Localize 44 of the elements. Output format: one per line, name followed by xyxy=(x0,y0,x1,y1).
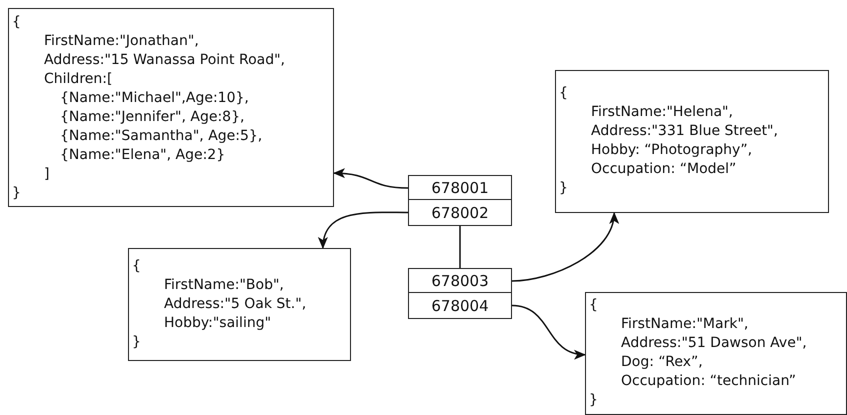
key-cell xyxy=(408,292,512,319)
code-line: Address:"15 Wanassa Point Road", xyxy=(43,51,286,70)
code-line: { xyxy=(12,13,22,32)
key-label: 678002 xyxy=(431,204,489,222)
key-label: 678003 xyxy=(431,272,489,290)
code-line: { xyxy=(559,84,569,103)
code-line: {Name:"Michael",Age:10}, xyxy=(59,89,250,108)
key-cell xyxy=(408,199,512,226)
document-box xyxy=(8,8,334,207)
code-line: FirstName:"Helena", xyxy=(590,103,734,122)
code-line: { xyxy=(589,296,599,315)
key-label: 678001 xyxy=(431,179,489,197)
code-line: Hobby: “Photography”, xyxy=(590,141,754,160)
key-label: 678004 xyxy=(431,296,489,314)
key-cell xyxy=(408,268,512,294)
document-box xyxy=(128,248,351,361)
code-line: Address:"331 Blue Street", xyxy=(590,122,779,141)
code-line: Occupation: “technician” xyxy=(620,372,797,391)
arrow xyxy=(333,168,408,189)
code-line: FirstName:"Jonathan", xyxy=(43,32,200,51)
key-cell xyxy=(408,175,512,201)
code-line: Children:[ xyxy=(43,70,114,89)
code-line: ] xyxy=(43,165,50,184)
code-line: FirstName:"Mark", xyxy=(620,315,750,334)
code-line: Address:"51 Dawson Ave", xyxy=(620,334,808,353)
code-line: { xyxy=(132,257,142,276)
code-line: Dog: “Rex”, xyxy=(620,353,704,372)
connector-line xyxy=(459,226,461,268)
code-line: Hobby:"sailing" xyxy=(163,314,272,333)
code-line: } xyxy=(12,184,22,203)
code-line: } xyxy=(132,333,142,352)
arrow xyxy=(512,212,618,282)
code-line: FirstName:"Bob", xyxy=(163,276,285,295)
code-line: Occupation: “Model” xyxy=(590,160,738,179)
code-line: } xyxy=(559,179,569,198)
arrow xyxy=(319,212,408,249)
document-box xyxy=(555,70,829,213)
code-line: Address:"5 Oak St.", xyxy=(163,295,308,314)
code-line: } xyxy=(589,391,599,410)
code-line: {Name:"Elena", Age:2} xyxy=(59,146,226,165)
code-line: {Name:"Samantha", Age:5}, xyxy=(59,127,264,146)
arrow xyxy=(512,304,586,359)
document-box xyxy=(585,292,847,415)
code-line: {Name:"Jennifer", Age:8}, xyxy=(59,108,246,127)
